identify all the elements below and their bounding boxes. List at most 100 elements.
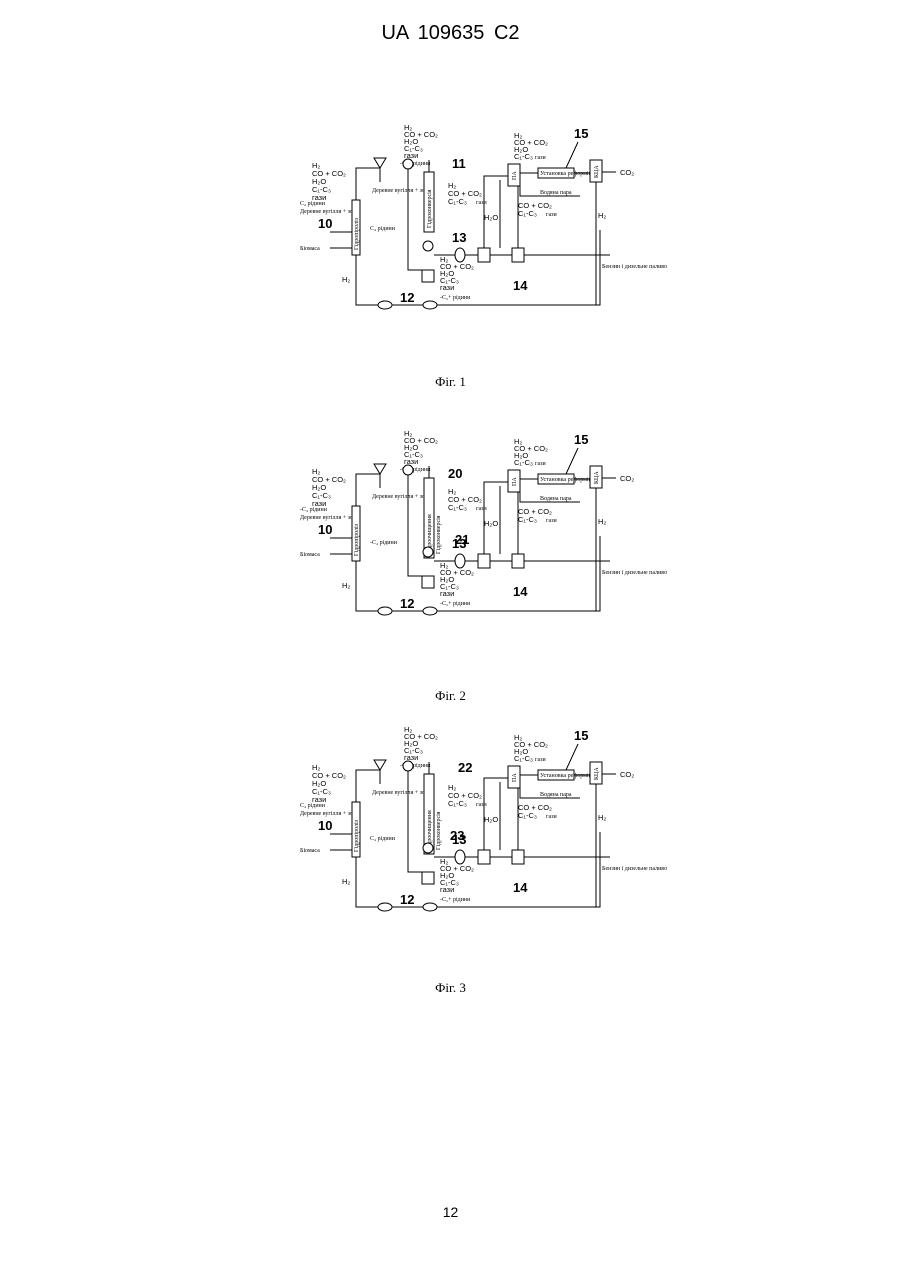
unit-14 [512, 554, 524, 568]
separator-12 [422, 270, 434, 282]
unit-14 [512, 248, 524, 262]
column-feed-line [408, 169, 424, 270]
h2o-label: H₂O [484, 815, 498, 824]
hydrotreating-label: Гідроконверсія [436, 811, 442, 850]
h2-left-label: H₂ [342, 877, 350, 886]
h2-recycle-loop [356, 536, 600, 611]
page-number: 12 [0, 1204, 901, 1220]
ref-number-11: 11 [452, 156, 466, 171]
diagram-group: H₂CO + CO₂H₂OC₁-C₃газиC₄ рідиниДеревне в… [300, 725, 667, 911]
heat-exchanger-symbol [403, 465, 413, 475]
valve-symbol [455, 248, 465, 262]
leader-line-15 [566, 448, 578, 474]
heat-exchanger-symbol [403, 159, 413, 169]
mid-gas-label: C₁-C₃ [448, 799, 467, 808]
figure-2-caption: Фіг. 2 [0, 688, 901, 704]
biomass-label: Біомаса [300, 246, 320, 252]
unit-13 [478, 248, 490, 262]
ref-number-10: 10 [318, 818, 332, 833]
ref-number-13: 13 [452, 230, 466, 245]
ref-number-15: 15 [574, 126, 588, 141]
ref-number-13: 13 [452, 536, 466, 551]
right-top-gas-label: C₁-C₃ [514, 152, 533, 161]
mid-gas-word: гази [476, 802, 487, 808]
product-label: Бензин і дизельне паливо [602, 570, 667, 576]
h2-right-label: H₂ [598, 517, 606, 526]
product-label: Бензин і дизельне паливо [602, 264, 667, 270]
h2-recycle-loop [356, 832, 600, 907]
hydroconversion-label: Гідроконверсія [427, 189, 433, 228]
pump-symbol [423, 241, 433, 251]
h2-right-label: H₂ [598, 211, 606, 220]
pump-symbol [423, 547, 433, 557]
water-line [484, 482, 508, 554]
c4-liquid-label: C₄ рідини [300, 201, 326, 207]
compressor-symbol [378, 607, 392, 615]
process-flow-diagram: H₂CO + CO₂H₂OC₁-C₃газиC₄ рідиниДеревне в… [0, 120, 901, 370]
c4-liquid-label: C₄ рідини [300, 803, 326, 809]
hydropyrolysis-label: Гідропіроліз [354, 523, 360, 556]
unit-13 [478, 850, 490, 864]
valve-symbol [455, 850, 465, 864]
unit-14 [512, 850, 524, 864]
cyclone-symbol [374, 760, 386, 770]
compressor-symbol [378, 301, 392, 309]
mid-gas-label: C₁-C₃ [448, 503, 467, 512]
right-mid-gas-word: гази [546, 814, 557, 820]
co2-label: CO₂ [620, 168, 634, 177]
right-mid-gas-label: C₁-C₃ [518, 811, 537, 820]
biomass-label: Біомаса [300, 848, 320, 854]
c4-inline-label: C₄ рідини [370, 836, 396, 842]
char-label: Деревне вугілля + зола [300, 515, 359, 521]
bottom-liquid-label: -C₅+ рідини [440, 897, 471, 903]
separator-12 [422, 576, 434, 588]
water-line [484, 778, 508, 850]
right-mid-gas-label: C₁-C₃ [518, 209, 537, 218]
h2-left-label: H₂ [342, 581, 350, 590]
steam-label: Водяна пара [540, 792, 572, 798]
bottom-gas-label: гази [440, 283, 454, 292]
steam-label: Водяна пара [540, 190, 572, 196]
co2-label: CO₂ [620, 770, 634, 779]
cyclone-symbol [374, 158, 386, 168]
right-mid-gas-word: гази [546, 518, 557, 524]
diagram-group: H₂CO + CO₂H₂OC₁-C₃гази-C₄ рідиниДеревне … [300, 429, 667, 615]
right-mid-gas-label: C₁-C₃ [518, 515, 537, 524]
ref-number-10: 10 [318, 216, 332, 231]
patent-header: UA 109635 C2 [0, 22, 901, 45]
diagram-group: H₂CO + CO₂H₂OC₁-C₃газиC₄ рідиниДеревне в… [300, 123, 667, 309]
leader-line-15 [566, 142, 578, 168]
valve-symbol [455, 554, 465, 568]
mid-gas-word: гази [476, 200, 487, 206]
unit-13 [478, 554, 490, 568]
process-flow-diagram: H₂CO + CO₂H₂OC₁-C₃газиC₄ рідиниДеревне в… [0, 722, 901, 972]
h2-left-label: H₂ [342, 275, 350, 284]
hydrotreating-label: Гідроконверсія [436, 515, 442, 554]
ref-number-14: 14 [513, 278, 528, 293]
char-label: Деревне вугілля + зола [300, 811, 359, 817]
c4-liquid-label: -C₄ рідини [300, 507, 328, 513]
h2o-label: H₂O [484, 213, 498, 222]
cyclone-symbol [374, 464, 386, 474]
ref-number-15: 15 [574, 432, 588, 447]
top-gas-label: гази [404, 753, 418, 762]
ref-number-20: 20 [448, 466, 462, 481]
ref-number-13: 13 [452, 832, 466, 847]
sep-box-label: ПА [512, 477, 518, 486]
heat-exchanger-symbol [403, 761, 413, 771]
compressor-symbol [423, 607, 437, 615]
char-ash-label: Деревне вугілля + зола [372, 494, 431, 500]
right-mid-gas-word: гази [546, 212, 557, 218]
compressor-symbol [423, 301, 437, 309]
c4-inline-label: -C₄ рідини [370, 540, 398, 546]
h2-recycle-loop [356, 230, 600, 305]
right-top-gas-word: гази [535, 461, 546, 467]
figure-2: H₂CO + CO₂H₂OC₁-C₃гази-C₄ рідиниДеревне … [0, 426, 901, 676]
product-label: Бензин і дизельне паливо [602, 866, 667, 872]
ref-number-10: 10 [318, 522, 332, 537]
ref-number-15: 15 [574, 728, 588, 743]
mid-gas-label: C₁-C₃ [448, 197, 467, 206]
compressor-symbol [378, 903, 392, 911]
ref-number-12: 12 [400, 892, 414, 907]
psa-label: КЦА [594, 767, 600, 780]
